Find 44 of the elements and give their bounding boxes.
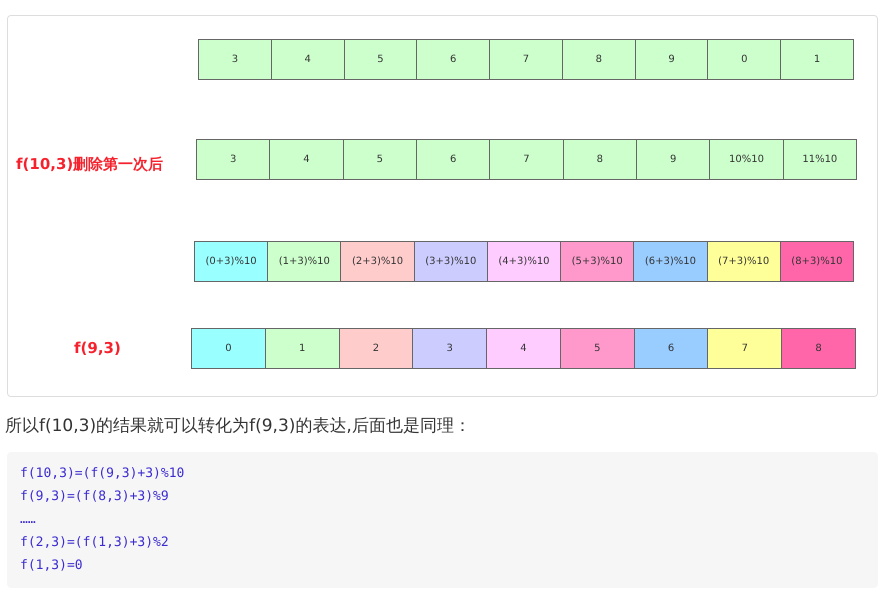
array-cell: 3 (198, 39, 272, 80)
code-line: f(10,3)=(f(9,3)+3)%10 (20, 466, 184, 481)
array-cell: 8 (562, 39, 636, 80)
array-cell: (2+3)%10 (340, 241, 415, 282)
code-line: f(2,3)=(f(1,3)+3)%2 (20, 535, 169, 550)
row-label: f(10,3)删除第一次后 (16, 155, 164, 174)
array-cell: 8 (562, 139, 637, 180)
array-cell: 0 (707, 39, 782, 80)
array-cell: 7 (489, 39, 563, 80)
array-cell: 8 (781, 328, 856, 369)
array-cell: 5 (342, 139, 417, 180)
array-cell: 11%10 (782, 139, 857, 180)
code-line: …… (20, 512, 36, 527)
array-cell: 2 (338, 328, 414, 369)
array-cell: 3 (412, 328, 488, 369)
array-cell: 6 (416, 139, 490, 180)
array-cell: (3+3)%10 (414, 241, 488, 282)
array-cell: 9 (634, 39, 708, 80)
array-cell: 7 (707, 328, 782, 369)
array-cell: 5 (560, 328, 635, 369)
array-cell: 0 (191, 328, 266, 369)
array-cell: 6 (634, 328, 708, 369)
array-cell: (1+3)%10 (267, 241, 342, 282)
array-cell: 3 (196, 139, 270, 180)
array-cell: (4+3)%10 (486, 241, 562, 282)
array-cell: 4 (269, 139, 344, 180)
array-cell: 7 (489, 139, 564, 180)
array-cell: (7+3)%10 (706, 241, 781, 282)
array-cell: 4 (270, 39, 345, 80)
array-cell: (0+3)%10 (194, 241, 268, 282)
array-cell: 9 (636, 139, 710, 180)
explanation-text: 所以f(10,3)的结果就可以转化为f(9,3)的表达,后面也是同理： (5, 415, 471, 437)
array-cell: 1 (264, 328, 340, 369)
array-cell: 5 (344, 39, 418, 80)
array-cell: (6+3)%10 (633, 241, 708, 282)
array-cell: (8+3)%10 (780, 241, 854, 282)
code-line: f(1,3)=0 (20, 558, 83, 573)
code-line: f(9,3)=(f(8,3)+3)%9 (20, 489, 169, 504)
array-cell: (5+3)%10 (560, 241, 634, 282)
array-cell: 6 (416, 39, 490, 80)
array-cell: 1 (780, 39, 854, 80)
array-cell: 10%10 (709, 139, 784, 180)
row-label: f(9,3) (74, 339, 121, 357)
array-cell: 4 (486, 328, 561, 369)
